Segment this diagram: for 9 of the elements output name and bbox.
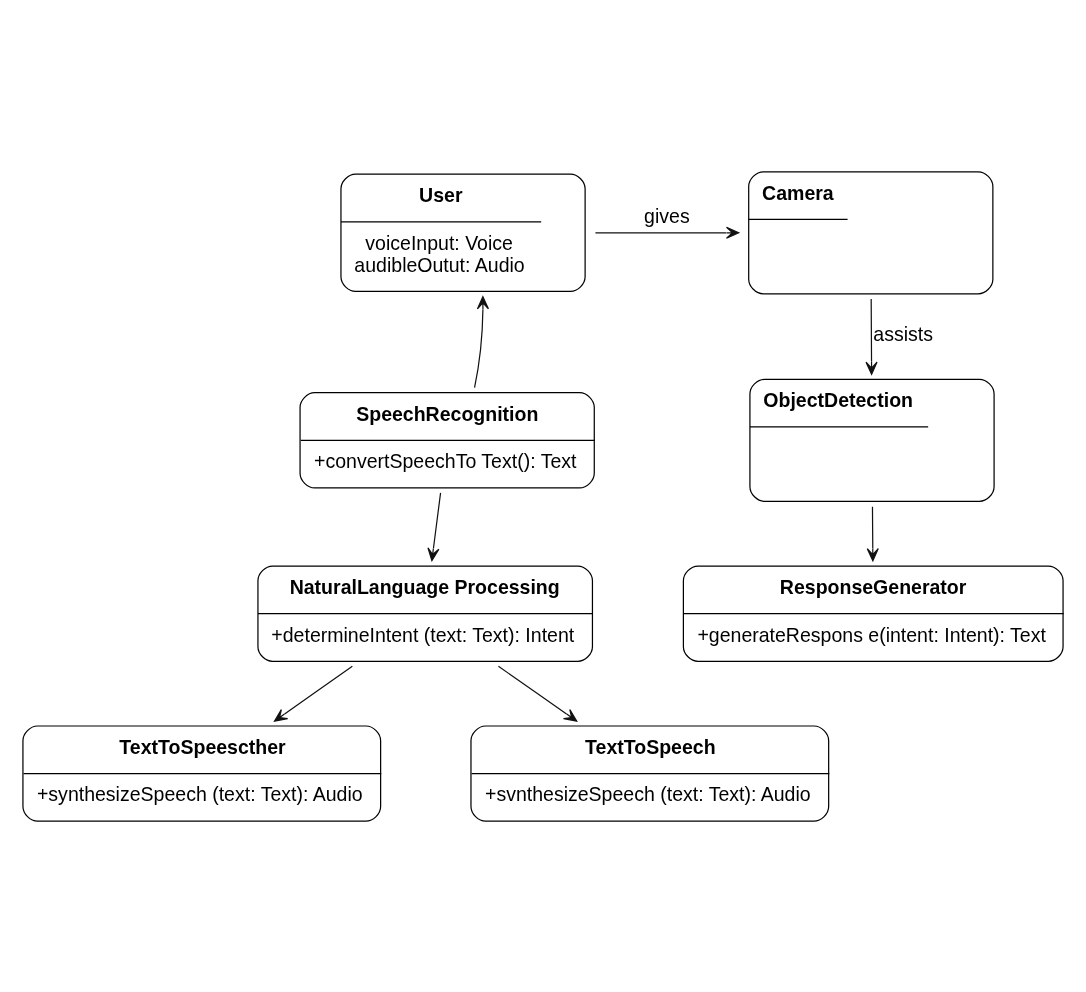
arrow	[273, 665, 353, 722]
arrow	[866, 505, 879, 561]
arrow	[594, 226, 740, 239]
arrow	[497, 665, 578, 722]
edge-label: assists	[873, 322, 933, 345]
arrow	[865, 297, 878, 375]
edge-label: gives	[644, 204, 690, 227]
arrow	[427, 491, 442, 561]
arrow	[473, 295, 490, 388]
